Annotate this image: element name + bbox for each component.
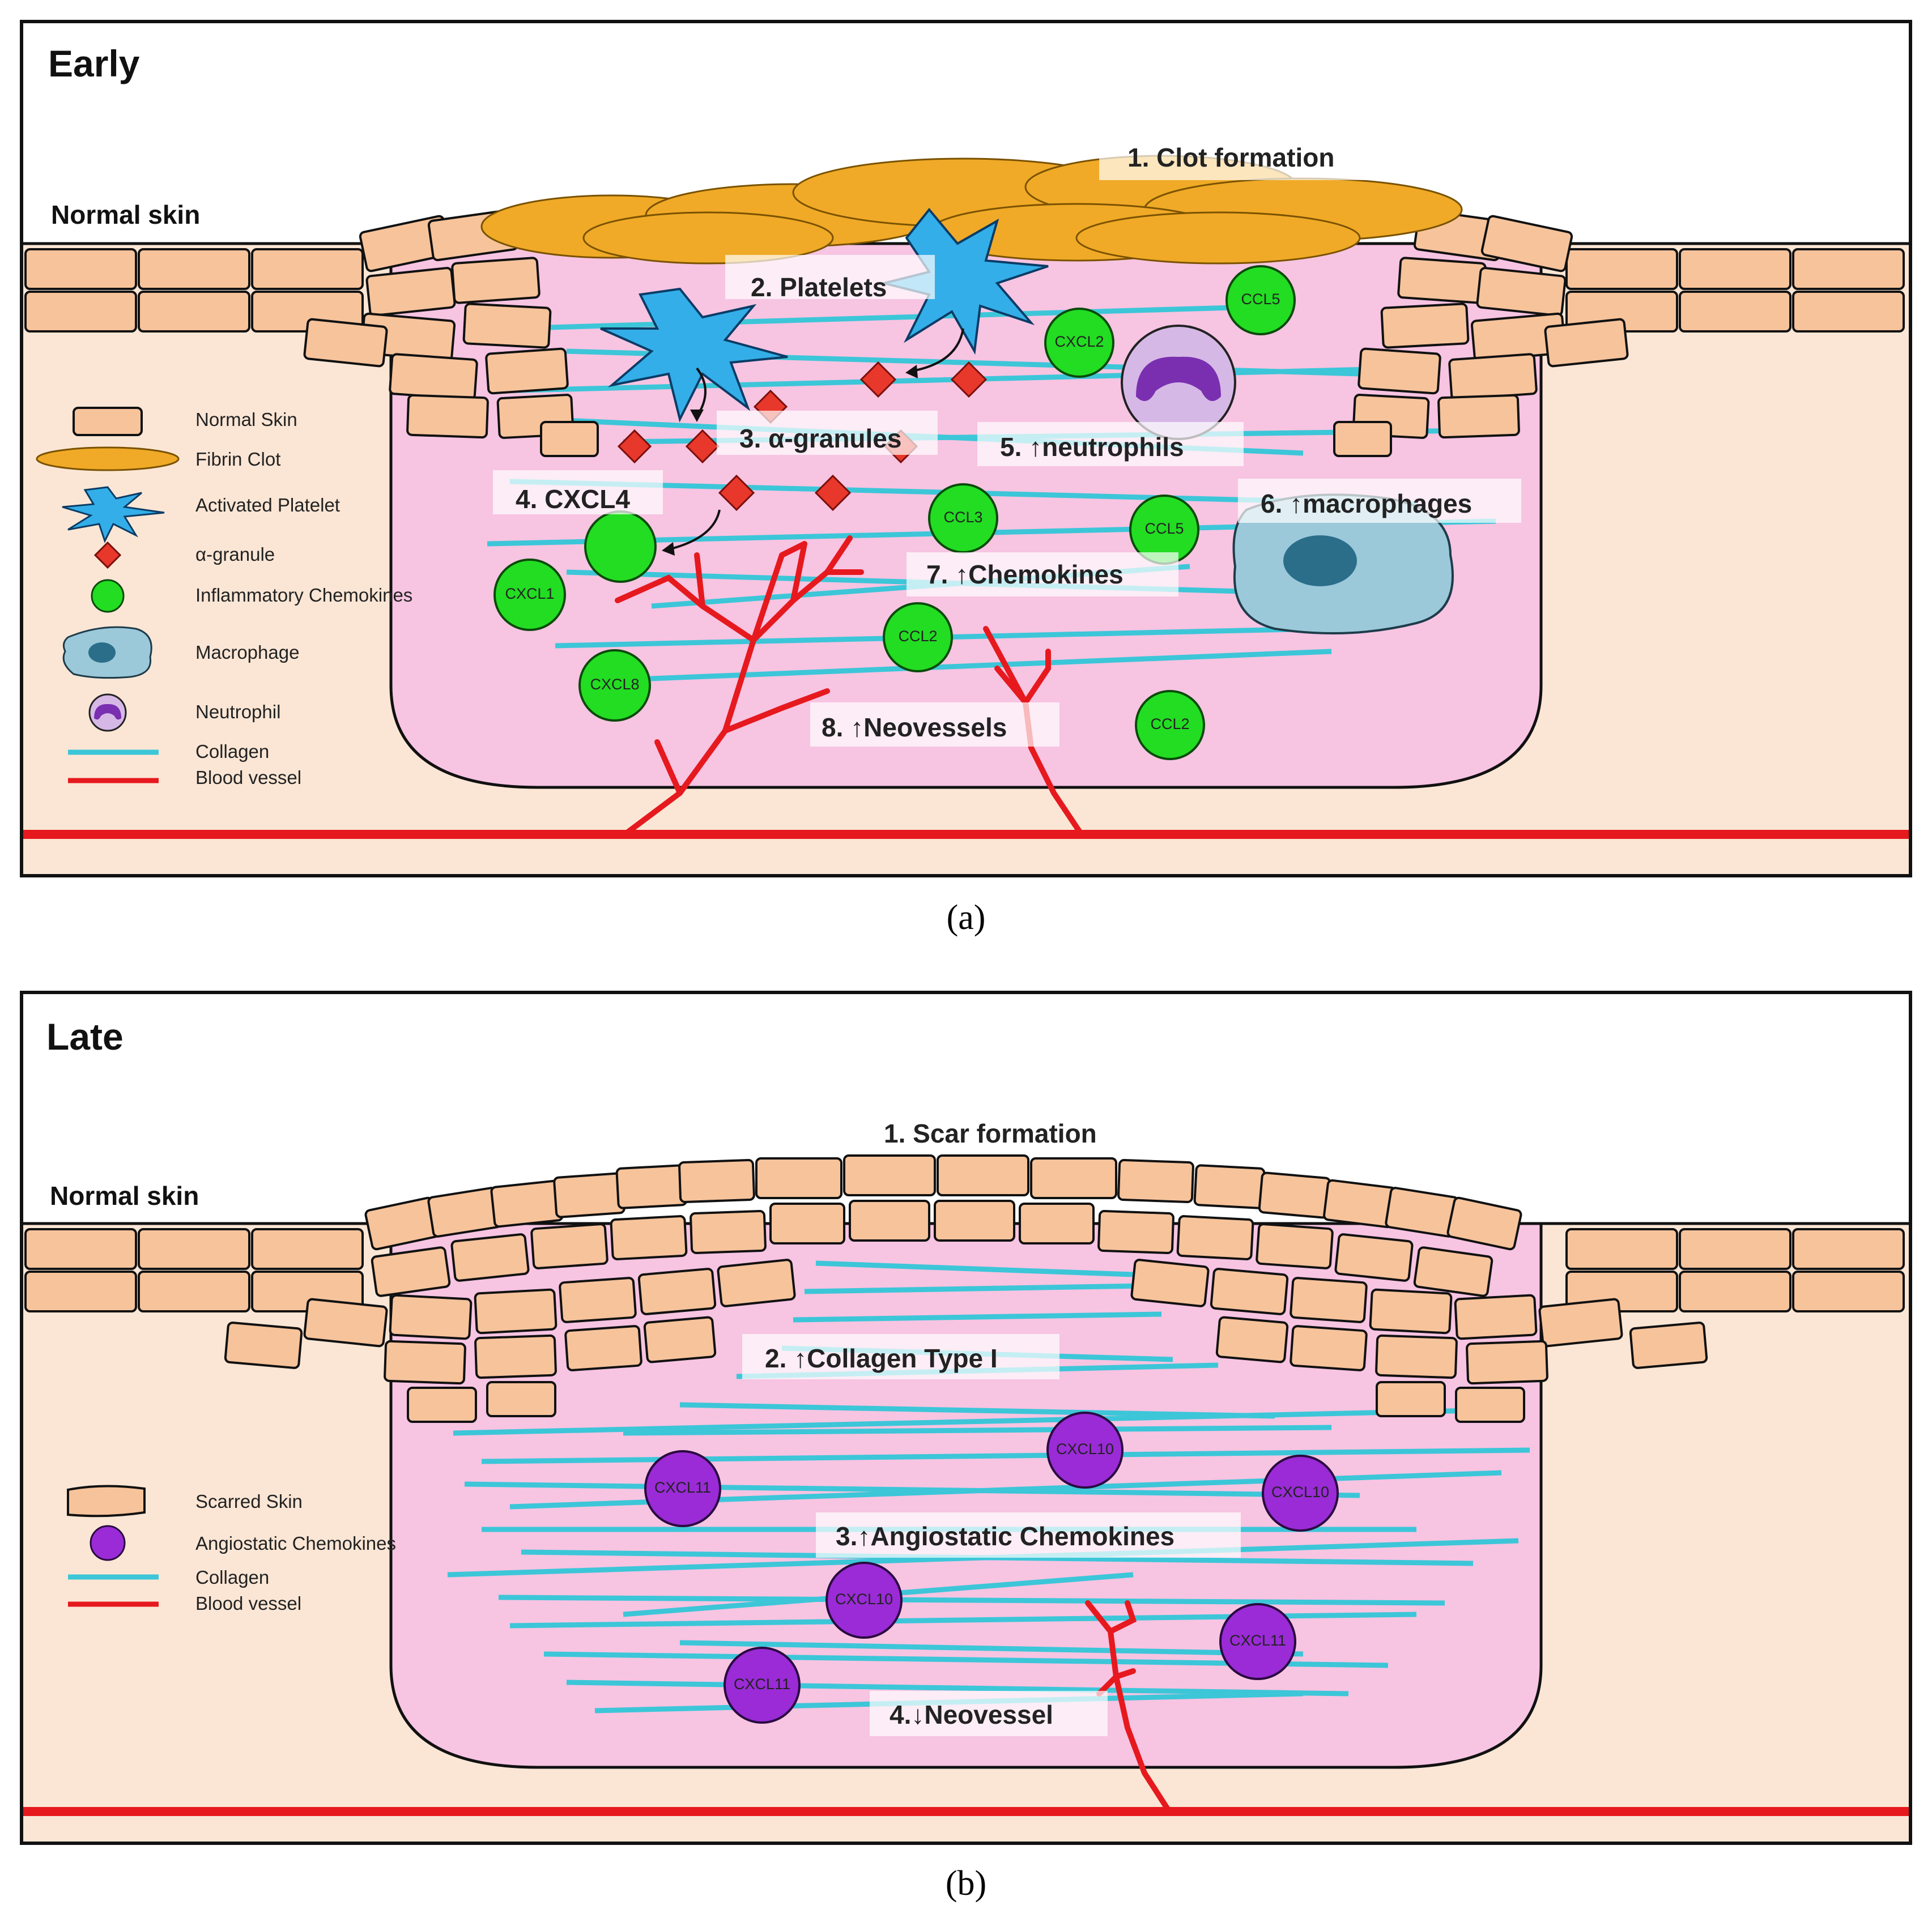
normal-skin-label-a: Normal skin [51,200,200,229]
step-clot-formation: 1. Clot formation [1127,143,1334,172]
label-cxcl11-right: CXCL11 [1229,1632,1286,1649]
fibrin-clot-icon [36,446,180,471]
panel-b-tag: (b) [946,1864,986,1903]
chemokine-cxcl10-top [1046,1412,1124,1489]
chemokine-cxcl8 [578,649,651,722]
label-ccl2-mid: CCL2 [898,628,937,645]
panel-a-tag: (a) [947,898,986,937]
label-ccl2-low: CCL2 [1150,715,1189,732]
chemokine-cxcl10-mid [825,1562,903,1639]
legend-neutrophil: Neutrophil [195,701,280,722]
step-neutrophils: 5. ↑neutrophils [1000,432,1184,462]
step-collagen-type-i: 2. ↑Collagen Type I [765,1344,998,1373]
chemokine-cxcl11-low [724,1647,801,1724]
skin-cells-b [24,1154,1905,1423]
scarred-skin-icon [67,1485,146,1518]
step-chemokines: 7. ↑Chemokines [926,560,1124,589]
legend-collagen: Collagen [195,741,269,762]
label-cxcl10-mid: CXCL10 [835,1591,893,1608]
chemokine-cxcl2 [1044,308,1114,378]
granule-icon [93,541,122,569]
label-cxcl11-low: CXCL11 [734,1676,790,1693]
panel-b-title: Late [46,1016,124,1058]
legend-angiostatic-chemokines: Angiostatic Chemokines [195,1533,396,1554]
label-ccl5-mid: CCL5 [1144,520,1184,537]
step-alpha-granules: 3. α-granules [739,424,901,453]
label-cxcl10-right: CXCL10 [1271,1484,1329,1501]
angiostatic-chemokine-icon [90,1525,126,1561]
legend-alpha-granule: α-granule [195,544,275,565]
legend-fibrin-clot: Fibrin Clot [195,449,280,470]
legend-blood-vessel: Blood vessel [195,767,301,788]
label-ccl5-top: CCL5 [1241,291,1280,308]
step-angiostatic-chemokines: 3.↑Angiostatic Chemokines [836,1521,1174,1551]
chemokine-cxcl1 [493,559,566,631]
step-macrophages: 6. ↑macrophages [1261,489,1472,518]
chemokine-cxcl10-right [1262,1455,1339,1532]
normal-skin-label-b: Normal skin [50,1181,199,1211]
chemokine-icon [91,579,125,613]
legend-inflammatory-chemokines: Inflammatory Chemokines [195,585,412,606]
legend-scarred-skin: Scarred Skin [195,1491,303,1512]
step-scar-formation: 1. Scar formation [884,1119,1097,1148]
legend-macrophage: Macrophage [195,642,299,663]
chemokine-labels-a: CXCL2 CCL5 CCL3 CCL5 CXCL1 CCL2 CXCL8 CC… [505,291,1280,732]
panel-a: CXCL2 CCL5 CCL3 CCL5 CXCL1 CCL2 CXCL8 CC… [20,20,1912,877]
step-platelets: 2. Platelets [751,272,887,302]
legend-activated-platelet: Activated Platelet [195,495,340,515]
panel-a-title: Early [48,42,140,84]
legend-normal-skin: Normal Skin [195,409,297,430]
label-cxcl8: CXCL8 [590,676,639,693]
legend-a: Normal Skin Fibrin Clot Activated Platel… [36,407,412,788]
skin-cell-icon [73,407,143,436]
neovessels-a [615,535,1085,838]
fibrin-clot-a [480,155,1463,265]
chemokine-labels-b: CXCL10 CXCL11 CXCL10 CXCL10 CXCL11 CXCL1… [654,1440,1329,1693]
step-neovessel: 4.↓Neovessel [890,1700,1053,1729]
legend-blood-vessel-b: Blood vessel [195,1593,301,1614]
step-neovessels: 8. ↑Neovessels [822,713,1007,742]
label-ccl3: CCL3 [943,509,982,526]
label-cxcl2: CXCL2 [1054,333,1104,350]
legend-b: Scarred Skin Angiostatic Chemokines Coll… [67,1485,396,1614]
macrophage-icon [1232,493,1454,634]
platelet-icon [62,486,165,543]
chemokine-cxcl11-right [1219,1603,1296,1680]
chemokine-cxcl11-left [644,1450,721,1527]
chemokine-cxcl4 [584,510,657,583]
skin-cells-a [24,208,1905,457]
step-cxcl4: 4. CXCL4 [516,484,630,514]
label-cxcl11-left: CXCL11 [654,1479,711,1496]
chemokine-ccl2-mid [883,602,953,672]
chemokine-ccl2-low [1135,690,1205,760]
chemokine-ccl5-top [1225,265,1296,335]
label-cxcl10-top: CXCL10 [1056,1440,1114,1457]
legend-collagen-b: Collagen [195,1567,269,1588]
angiostatic-chemokine-icon [644,1412,1339,1724]
panel-b: CXCL10 CXCL11 CXCL10 CXCL10 CXCL11 CXCL1… [20,991,1912,1845]
label-cxcl1: CXCL1 [505,585,554,602]
